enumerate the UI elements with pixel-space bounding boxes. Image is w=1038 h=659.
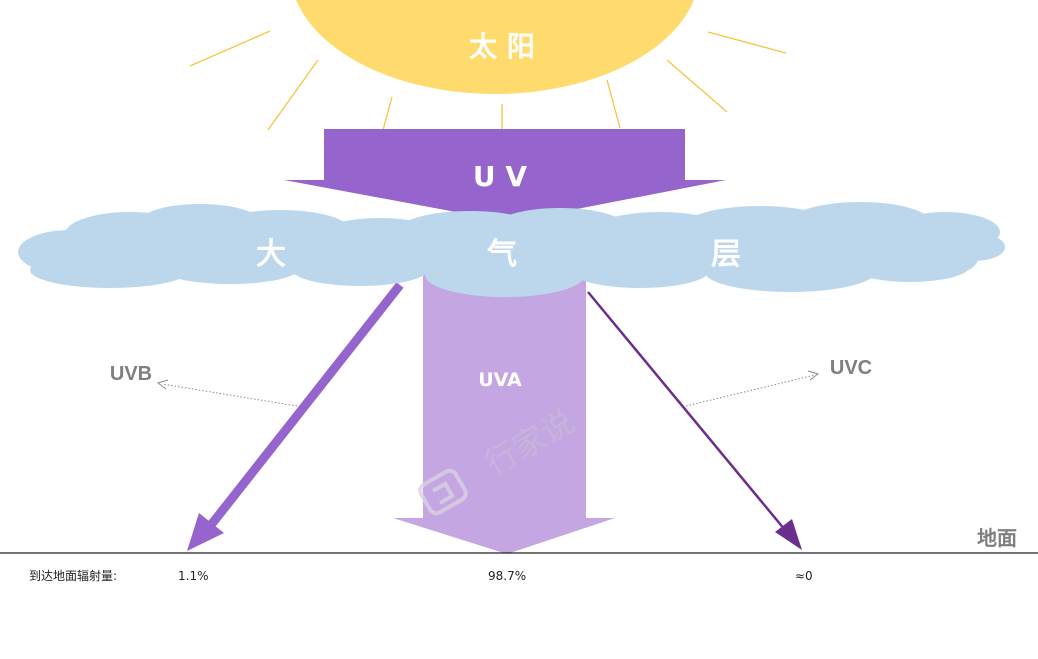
uv-arrow: U V [284, 129, 726, 222]
sun-label: 太 阳 [469, 30, 535, 63]
uvb-callout: UVB [110, 363, 298, 407]
atmosphere-label-2: 气 [487, 237, 517, 272]
atmosphere-cloud: 大 气 层 [18, 202, 1005, 297]
reach-uvc-value: ≈0 [795, 569, 813, 583]
watermark-logo-icon [418, 468, 468, 516]
reach-row: 到达地面辐射量: 1.1% 98.7% ≈0 [29, 568, 813, 583]
reach-uvb-value: 1.1% [178, 569, 209, 583]
uvb-arrow [187, 282, 404, 551]
atmosphere-label-3: 层 [711, 237, 741, 272]
uva-label: UVA [478, 369, 522, 391]
uvc-callout: UVC [685, 357, 872, 407]
uva-arrow [393, 255, 615, 554]
uvb-label: UVB [110, 363, 152, 385]
uvc-arrow [587, 291, 802, 550]
sun: 太 阳 [296, 0, 694, 94]
atmosphere-label-1: 大 [256, 237, 286, 272]
sun-rays [189, 30, 787, 131]
reach-uva-value: 98.7% [488, 569, 526, 583]
reach-row-label: 到达地面辐射量: [29, 568, 117, 583]
uv-label: U V [473, 160, 527, 193]
uvc-label: UVC [830, 357, 872, 379]
ground-label: 地面 [977, 527, 1017, 550]
